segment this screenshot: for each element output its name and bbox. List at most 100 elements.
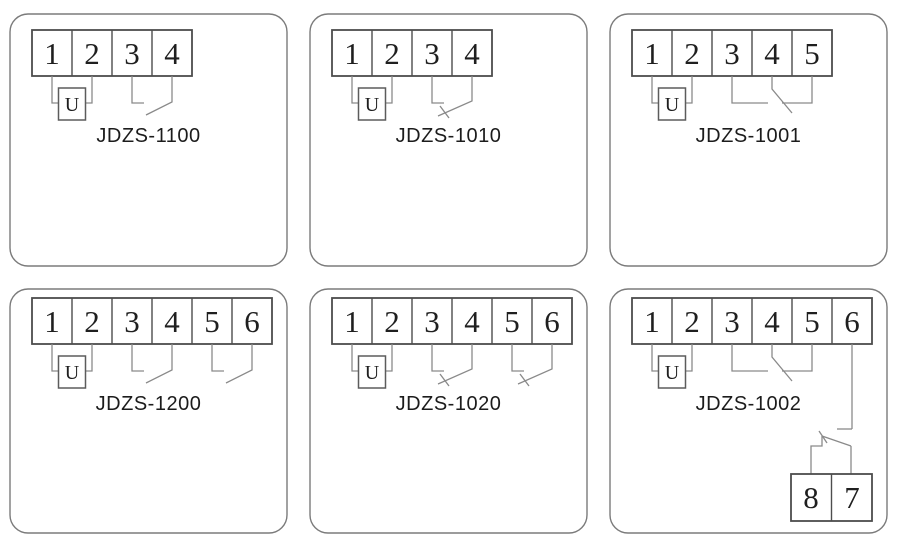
terminal-number: 2 [84,304,100,339]
contact-fixed-lead [431,76,444,104]
coil-wire-left [51,76,59,104]
terminal-number: 1 [644,36,660,71]
panel-border [309,288,588,534]
model-label: JDZS-1001 [696,125,802,147]
terminal-number: 5 [504,304,520,339]
model-label: JDZS-1010 [396,125,502,147]
terminal-number: 4 [764,36,780,71]
panel-border [9,13,288,267]
panel-border [309,13,588,267]
coil-u-box [657,355,687,389]
contact-blade [517,344,553,385]
contact-blade [225,344,253,384]
coil-u-box [57,355,87,389]
coil-u-box [657,87,687,121]
coil-u-label: U [365,362,380,384]
terminal-number: 1 [344,36,360,71]
panel-border [9,288,288,534]
panel-border [609,13,888,267]
aux-lead-8 [810,436,823,474]
terminal-number: 5 [804,36,820,71]
coil-assembly: U [651,76,693,121]
coil-wire-right [385,76,393,104]
terminal-number: 3 [424,304,440,339]
terminal-number: 6 [544,304,560,339]
panel-border [609,288,888,534]
terminal-number: 1 [44,304,60,339]
terminal-number: 2 [684,304,700,339]
coil-assembly: U [351,344,393,389]
model-label: JDZS-1020 [396,393,502,415]
coil-wire-left [651,76,659,104]
terminal-number: 4 [464,36,480,71]
coil-wire-left [651,344,659,372]
terminal-number: 2 [384,36,400,71]
contact-fixed-lead [131,76,144,104]
coil-u-label: U [365,94,380,116]
terminal-number: 1 [644,304,660,339]
coil-wire-right [85,76,93,104]
terminal-number: 4 [164,36,180,71]
coil-assembly: U [651,344,693,389]
contact-blade [145,76,173,116]
contact-nc-tick [439,373,450,387]
contact-co [731,344,813,382]
contact-fixed-lead [431,344,444,372]
coil-wire-left [351,76,359,104]
terminal-number: 3 [724,36,740,71]
contact-blade [771,344,793,382]
contact-fixed-lead [131,344,144,372]
terminal-number: 6 [844,304,860,339]
contact-right-lead [782,76,813,104]
aux-terminal-number: 7 [844,480,860,515]
contact-nc [431,76,473,119]
terminal-number: 1 [344,304,360,339]
coil-assembly: U [51,76,93,121]
contact-blade [437,76,473,117]
coil-u-box [357,87,387,121]
coil-wire-right [685,76,693,104]
contact-nc-tick [439,105,450,119]
contact-left-lead [731,344,768,372]
contact-blade [437,344,473,385]
model-label: JDZS-1100 [96,125,200,147]
aux-nc-tick [818,430,828,444]
terminal-number: 5 [204,304,220,339]
contact-right-lead [782,344,813,372]
terminal-number: 1 [44,36,60,71]
coil-u-label: U [65,362,80,384]
terminal-number: 4 [764,304,780,339]
contact-nc [431,344,473,387]
contact-no [131,76,173,116]
terminal-number: 3 [124,304,140,339]
terminal-number: 2 [684,36,700,71]
terminal-number: 4 [164,304,180,339]
contact-fixed-lead [511,344,524,372]
terminal-number: 3 [124,36,140,71]
contact-nc-tick [519,373,530,387]
coil-u-label: U [665,362,680,384]
coil-u-box [357,355,387,389]
contact-blade [145,344,173,384]
coil-wire-left [351,344,359,372]
coil-wire-left [51,344,59,372]
model-label: JDZS-1200 [96,393,202,415]
contact-fixed-lead [211,344,224,372]
contact-no [211,344,253,384]
aux-terminal-number: 8 [803,480,819,515]
aux-contact-blade [821,435,852,447]
contact-left-lead [731,76,768,104]
